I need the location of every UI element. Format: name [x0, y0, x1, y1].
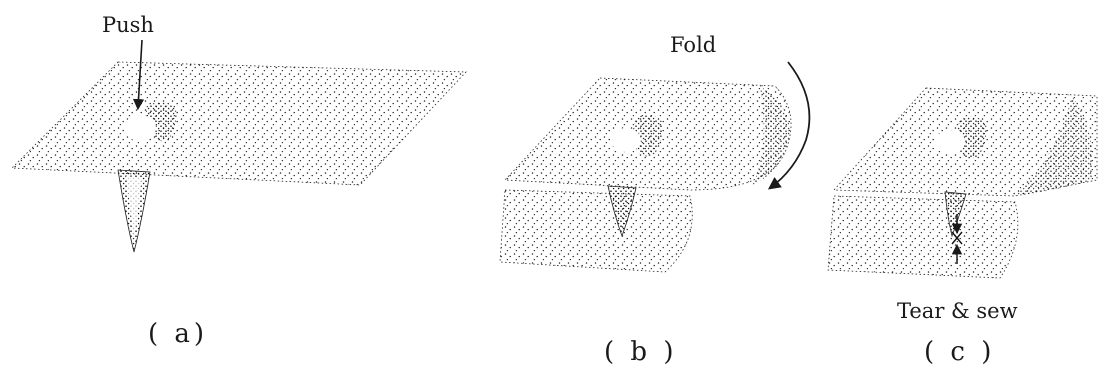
panel-b-annotation: Fold [670, 33, 716, 57]
panel-c: Tear & sew ( c ) [828, 88, 1097, 367]
panel-b-bottom-sheet [500, 190, 692, 272]
panel-b: Fold ( b ) [500, 33, 809, 367]
panel-c-funnel-opening [935, 130, 965, 154]
panel-a-annotation: Push [102, 13, 154, 37]
panel-a-funnel-opening [124, 115, 156, 141]
panel-a: Push ( a) [12, 13, 466, 349]
panel-c-annotation: Tear & sew [897, 299, 1018, 323]
panel-a-label: ( a) [148, 319, 208, 349]
panel-b-label: ( b ) [604, 337, 677, 367]
panel-a-sheet [12, 62, 466, 185]
panel-c-bottom-sheet [828, 196, 1018, 278]
panel-c-label: ( c ) [924, 337, 995, 367]
panel-b-funnel-opening [611, 128, 641, 152]
